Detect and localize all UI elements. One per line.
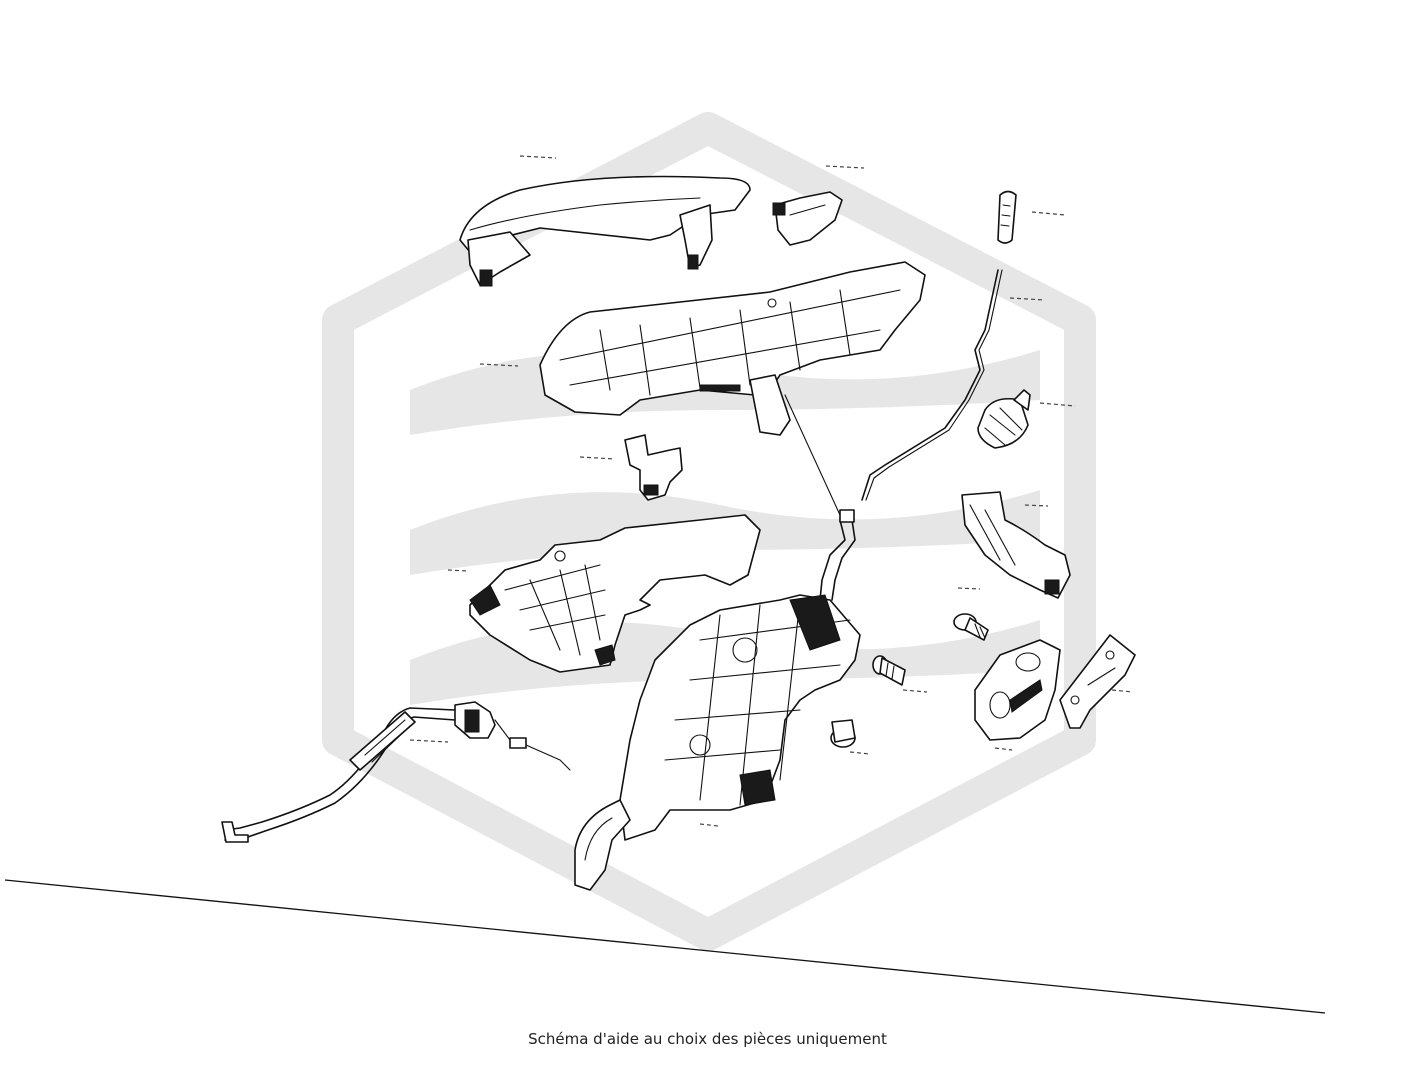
lock-cover-bracket	[469, 514, 761, 673]
nut	[830, 719, 856, 748]
handle-carrier-frame	[539, 261, 926, 436]
bolt	[872, 655, 906, 686]
door-lock-mechanism	[574, 594, 861, 891]
lock-cable-sleeve	[819, 509, 856, 601]
rod-link	[784, 394, 841, 516]
lock-barrel	[977, 389, 1031, 449]
switch-module	[624, 434, 683, 501]
outer-door-handle	[459, 175, 751, 287]
guide-bracket	[961, 491, 1071, 599]
key-pin	[997, 190, 1017, 244]
exploded-parts-diagram	[4, 112, 1326, 1014]
screw-flat	[953, 613, 989, 641]
actuator-rod	[861, 269, 999, 501]
handle-cap	[772, 191, 843, 246]
ground-line	[4, 879, 1326, 1014]
gasket-plate	[1059, 634, 1136, 729]
striker-plate	[974, 639, 1061, 741]
diagram-caption: Schéma d'aide au choix des pièces unique…	[528, 1030, 887, 1048]
callout-markers	[409, 155, 1134, 827]
bowden-cable	[221, 701, 571, 843]
